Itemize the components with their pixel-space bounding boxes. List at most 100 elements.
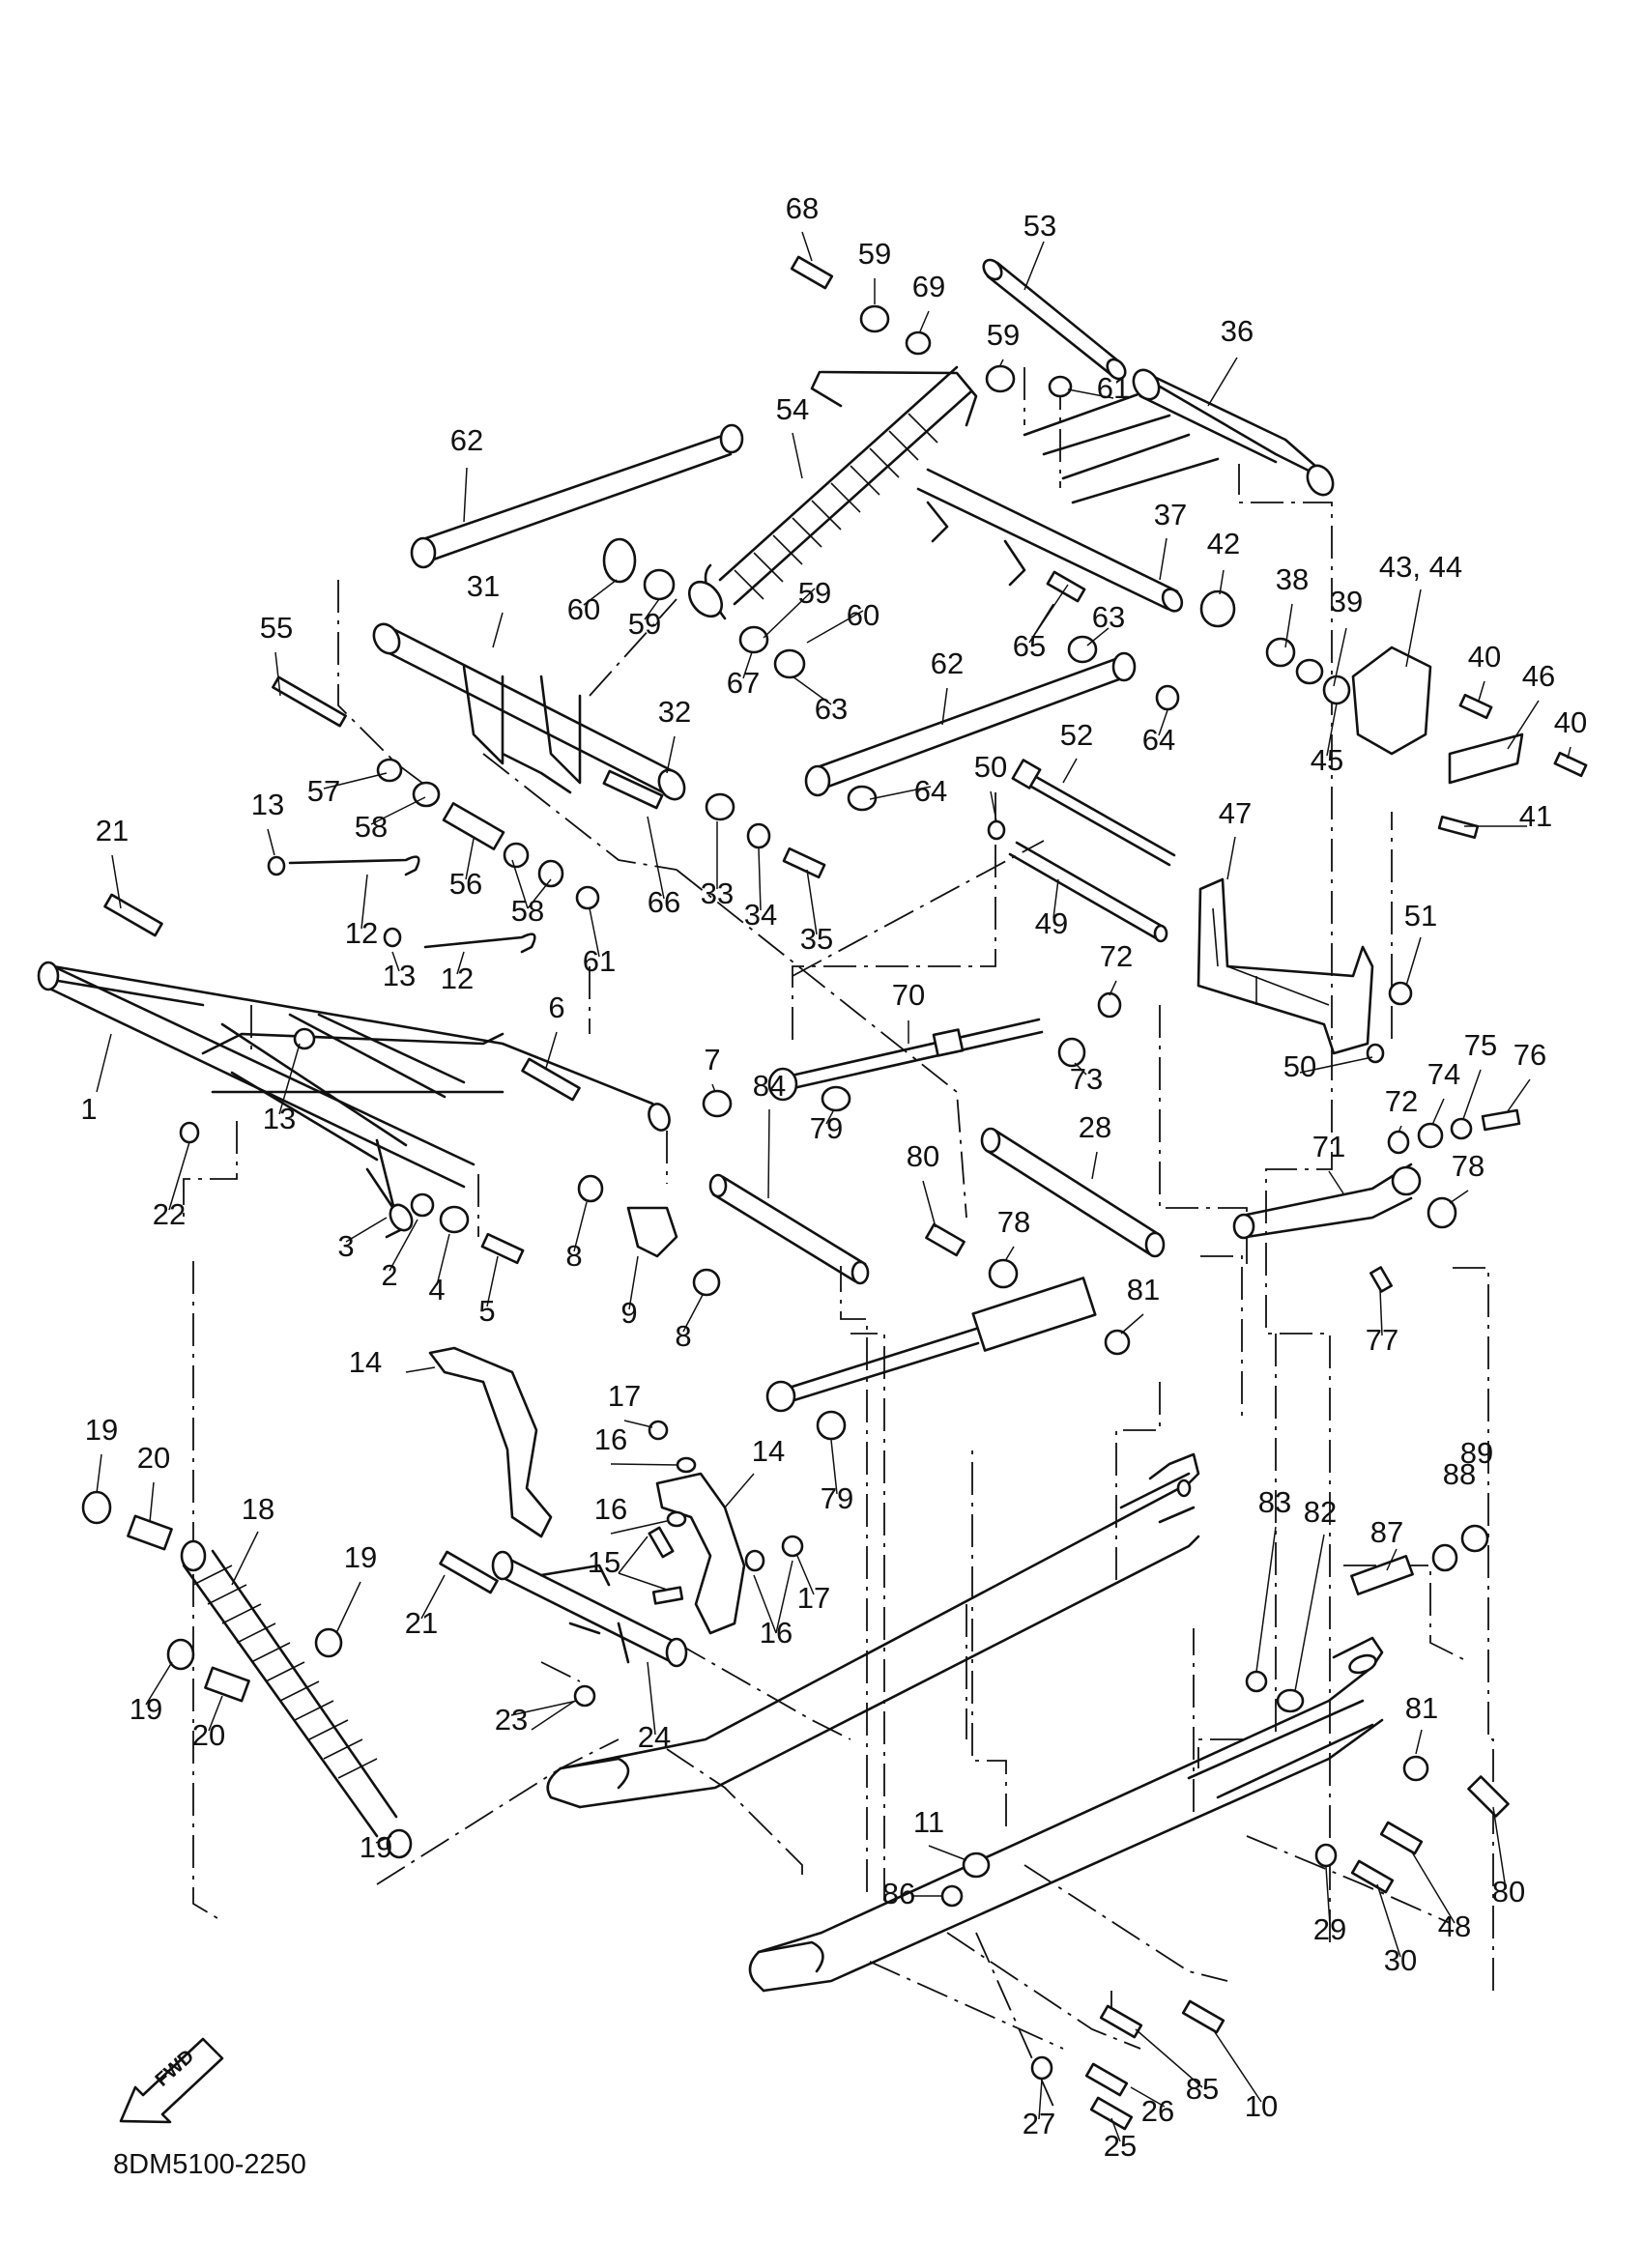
part-callout-70: 70 [892,978,925,1012]
part-callout-74: 74 [1427,1057,1460,1091]
part-callout-56: 56 [449,867,482,901]
part-callout-18: 18 [242,1492,274,1526]
part-callout-80: 80 [907,1139,939,1173]
part-callout-89: 89 [1460,1436,1493,1470]
part-callout-12: 12 [441,962,474,995]
part-callout-85: 85 [1186,2072,1219,2106]
part-callout-62: 62 [450,423,483,457]
part-callout-36: 36 [1221,314,1254,348]
rear-shock-spring [180,1539,398,1838]
part-callout-13: 13 [383,959,416,992]
rear-swing-arm-frame [37,961,671,1239]
part-callout-32: 32 [658,695,691,729]
part-callout-31: 31 [467,569,500,603]
part-callout-13: 13 [251,788,284,821]
part-callout-12: 12 [345,916,378,950]
part-callout-64: 64 [914,774,947,808]
part-callout-4: 4 [428,1273,445,1306]
part-callout-53: 53 [1023,209,1056,243]
part-callout-84: 84 [753,1069,786,1103]
part-callout-6: 6 [548,990,564,1024]
part-callout-9: 9 [620,1296,637,1330]
part-callout-55: 55 [260,611,293,645]
part-callout-42: 42 [1207,527,1240,560]
part-callout-65: 65 [1013,629,1046,663]
part-callout-19: 19 [344,1540,377,1574]
part-callout-35: 35 [800,922,833,956]
part-callout-24: 24 [638,1720,671,1754]
part-callout-88: 88 [1443,1457,1476,1491]
part-callout-37: 37 [1154,498,1187,531]
part-callout-82: 82 [1304,1495,1337,1529]
part-callout-50: 50 [974,750,1007,784]
part-callout-76: 76 [1513,1038,1546,1072]
part-callout-21: 21 [405,1606,438,1640]
part-callout-3: 3 [337,1229,354,1263]
part-callout-8: 8 [565,1239,582,1273]
part-callout-54: 54 [776,392,809,426]
part-callout-71: 71 [1312,1130,1345,1163]
part-callout-49: 49 [1035,906,1068,940]
part-callout-17: 17 [608,1379,641,1413]
part-callout-15: 15 [588,1545,620,1579]
part-callout-46: 46 [1522,659,1555,693]
parts [37,231,1588,2142]
upper-shock-spring [687,365,973,620]
part-callout-10: 10 [1245,2089,1278,2123]
part-callout-72: 72 [1100,939,1133,973]
part-callout-78: 78 [1452,1149,1484,1183]
part-callout-62: 62 [931,646,964,680]
part-callout-81: 81 [1405,1691,1438,1725]
part-callout-27: 27 [1023,2107,1055,2140]
part-callout-59: 59 [798,576,831,610]
part-callout-57: 57 [307,774,340,808]
left-skid-rail [546,1452,1200,1809]
part-callout-28: 28 [1079,1110,1111,1144]
part-callout-40: 40 [1468,640,1501,674]
part-callout-25: 25 [1104,2129,1137,2163]
part-callout-64: 64 [1142,723,1175,757]
part-callout-67: 67 [727,666,760,700]
part-callout-43-44: 43, 44 [1379,550,1462,584]
part-callout-59: 59 [987,318,1020,352]
part-callout-73: 73 [1070,1062,1103,1096]
part-callout-16: 16 [594,1422,627,1456]
part-callout-16: 16 [760,1616,793,1650]
part-callout-81: 81 [1127,1273,1160,1306]
part-callout-59: 59 [858,237,891,271]
part-callout-11: 11 [913,1805,944,1839]
part-callout-1: 1 [80,1092,97,1126]
part-callout-77: 77 [1366,1323,1398,1357]
part-callout-59: 59 [628,607,661,641]
part-callout-87: 87 [1370,1515,1403,1549]
part-callout-63: 63 [1092,600,1125,634]
part-callout-58: 58 [511,894,544,928]
part-callout-29: 29 [1313,1912,1346,1946]
part-callout-40: 40 [1554,705,1587,739]
part-callout-39: 39 [1330,585,1363,618]
part-callout-86: 86 [882,1877,915,1910]
part-callout-79: 79 [810,1111,843,1145]
part-callout-58: 58 [355,810,388,844]
part-callout-41: 41 [1519,799,1552,833]
part-callout-21: 21 [96,814,129,847]
part-callout-17: 17 [797,1581,830,1615]
part-callout-14: 14 [349,1345,382,1379]
right-skid-rail [748,1636,1384,1993]
part-callout-14: 14 [752,1434,785,1468]
part-callout-33: 33 [701,876,734,910]
part-callout-63: 63 [815,692,848,726]
part-callout-66: 66 [648,885,680,919]
part-callout-61: 61 [1097,371,1130,405]
part-callout-7: 7 [704,1043,720,1077]
part-callout-83: 83 [1258,1485,1291,1519]
part-callout-79: 79 [821,1481,853,1515]
part-callout-47: 47 [1219,796,1252,830]
part-callout-78: 78 [997,1205,1030,1239]
part-callout-75: 75 [1464,1028,1497,1062]
hardware [81,255,1588,2131]
part-callout-26: 26 [1141,2094,1174,2128]
part-callout-19: 19 [360,1830,392,1864]
part-callout-8: 8 [675,1319,691,1353]
